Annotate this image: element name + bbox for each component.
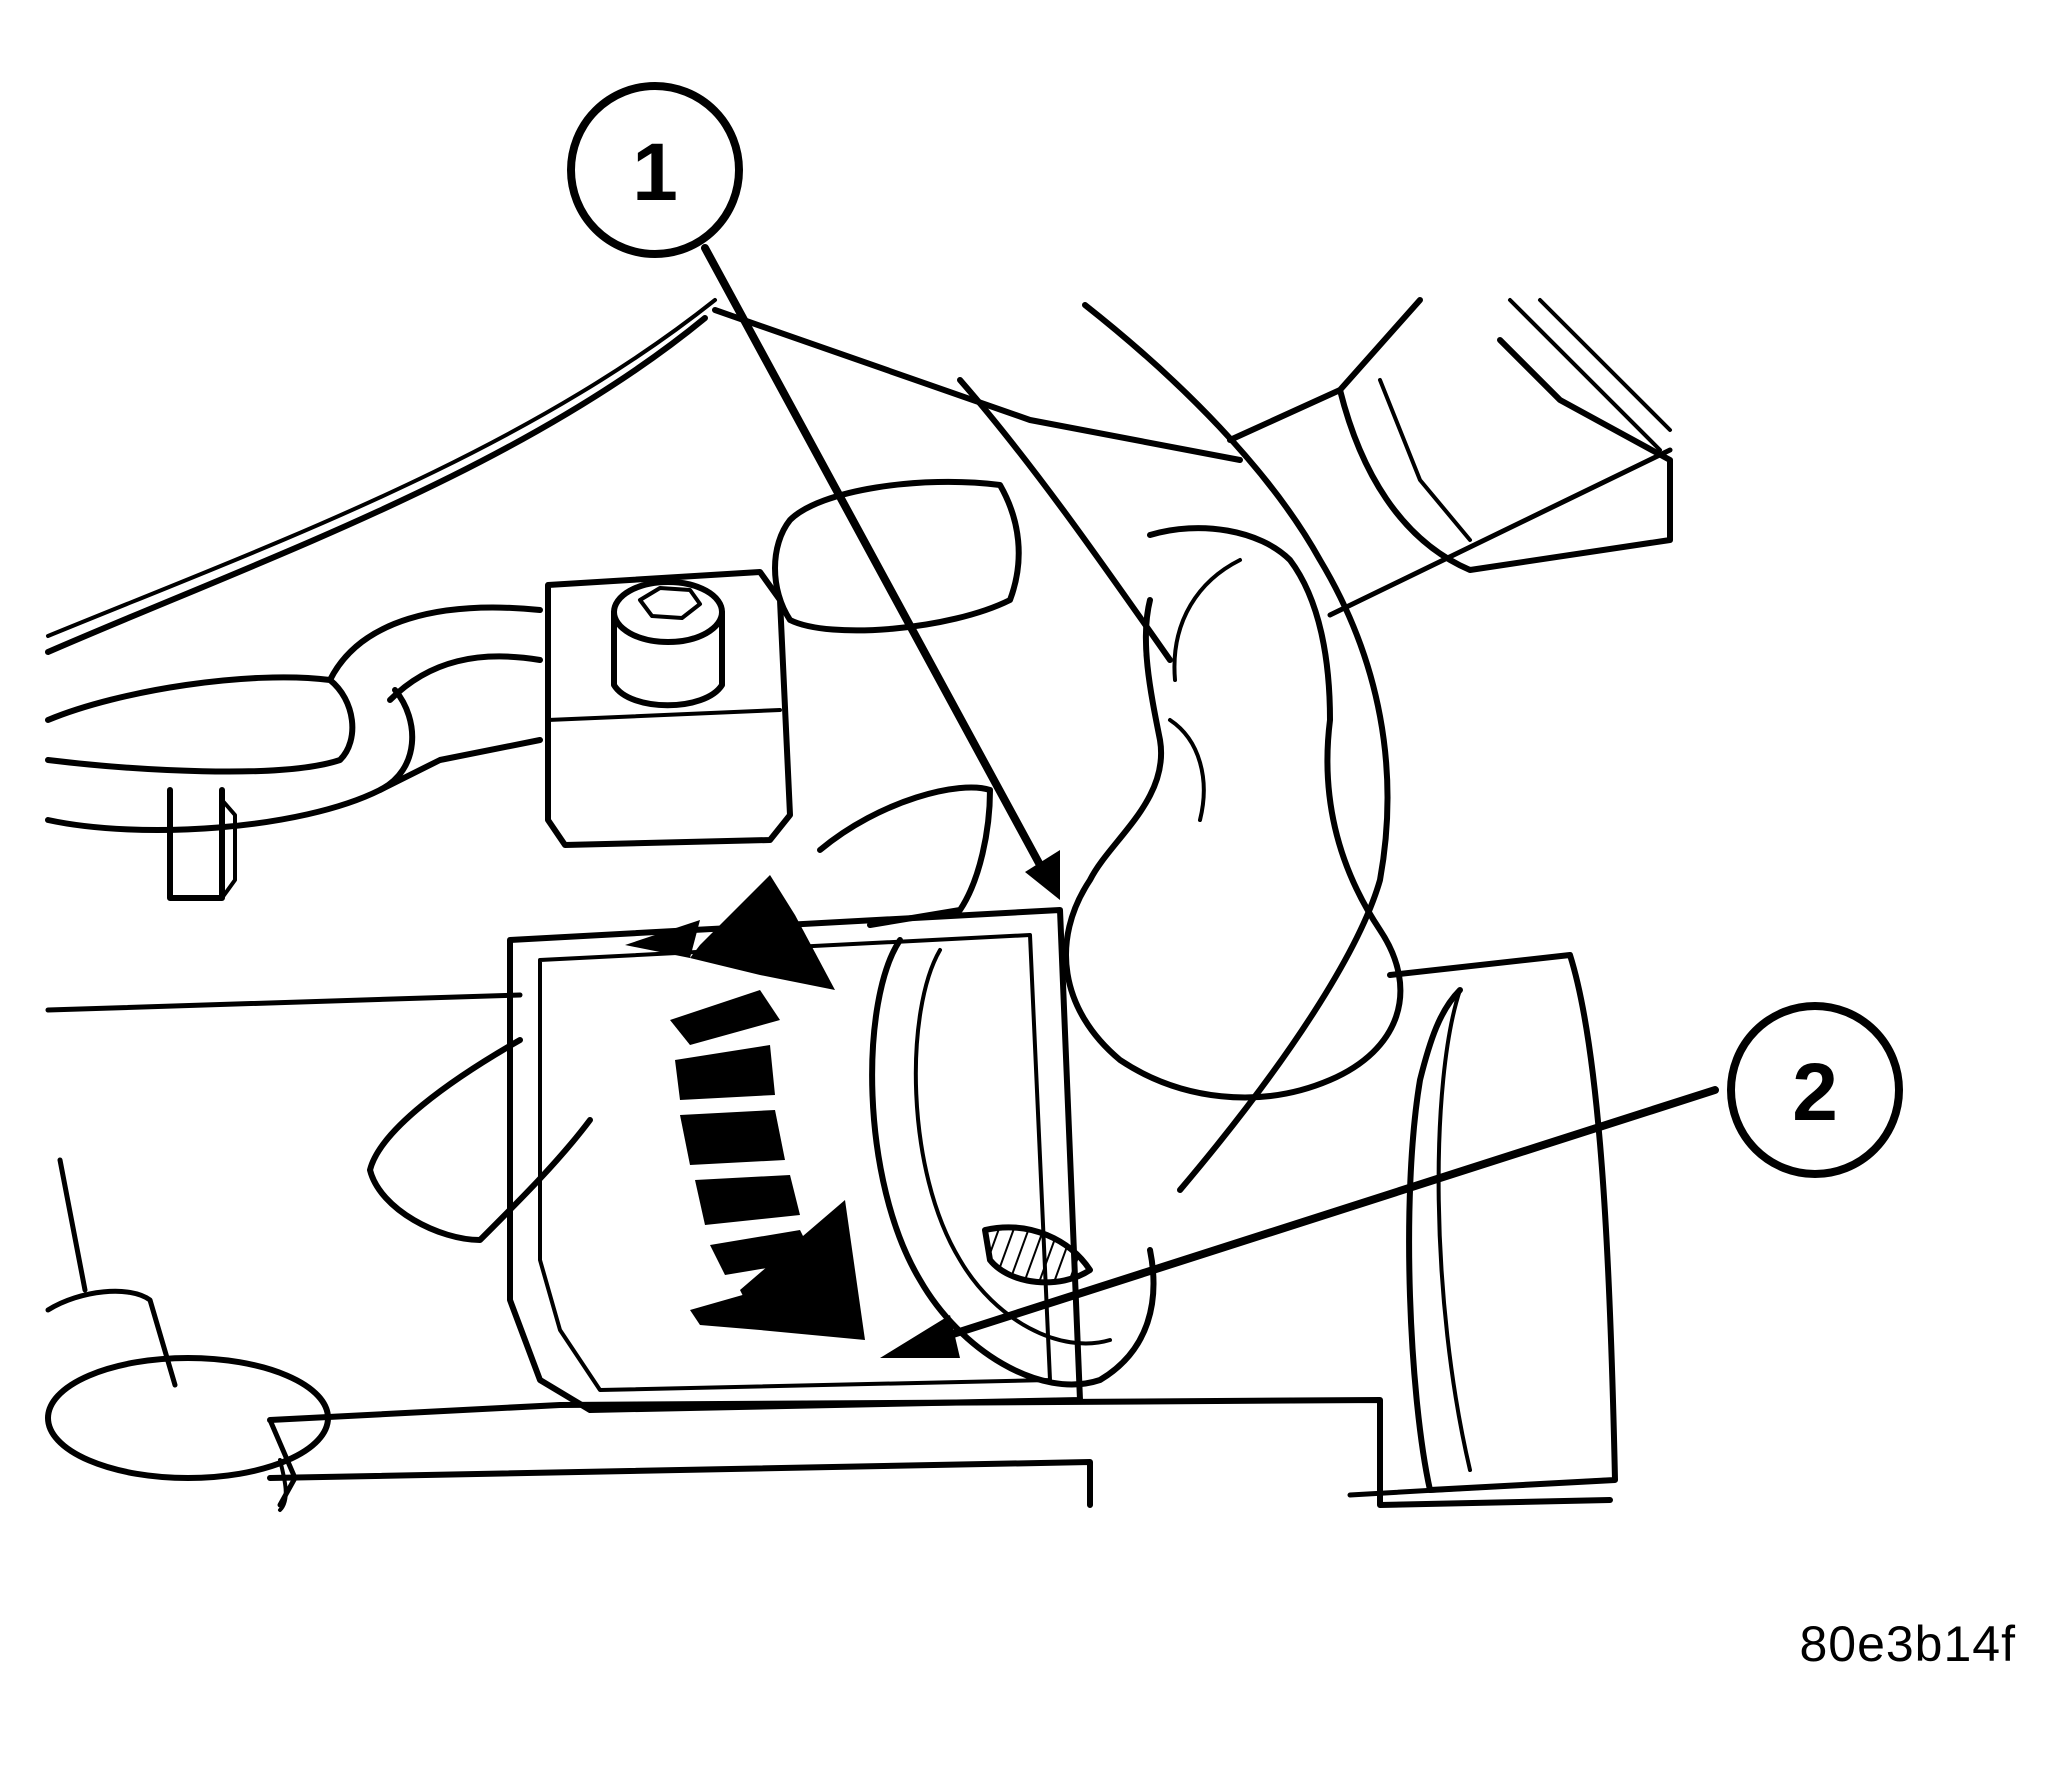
column-upper-box-inner — [1378, 378, 1472, 542]
column-lower-edge — [1327, 447, 1673, 618]
arrow-lower-head — [740, 1200, 865, 1340]
callout-leaders — [701, 244, 1719, 1358]
hex-bolt-shank — [611, 609, 725, 709]
base-left-post — [57, 1157, 88, 1293]
arrow-band-1 — [670, 990, 780, 1045]
trim-bezel-outer — [507, 907, 1083, 1413]
left-mount-post — [167, 787, 225, 901]
leader-line-1 — [701, 244, 1044, 869]
trim-bezel-inner — [538, 933, 1052, 1392]
lever-stalk — [367, 1037, 593, 1243]
base-plate-step — [267, 1459, 1093, 1508]
bolt-block — [545, 569, 793, 848]
callout-circle-1 — [567, 82, 743, 258]
upper-housing-edge-inner — [46, 298, 717, 638]
arrow-lower-tail — [690, 1290, 760, 1330]
column-upper-box — [1337, 337, 1673, 573]
gasket-hatched-segment — [982, 1224, 1093, 1286]
base-left-line — [45, 992, 523, 1013]
base-plate — [267, 1397, 1613, 1508]
right-cylinder-bottom — [1347, 1477, 1613, 1498]
left-mount-post-cap — [220, 798, 237, 900]
lever-tip — [817, 784, 993, 928]
callout-number-1: 1 — [632, 127, 678, 218]
leader-arrowhead-2 — [880, 1315, 960, 1358]
rear-knob — [772, 478, 1022, 634]
base-left-stem — [278, 1458, 288, 1512]
callout-circle-2 — [1727, 1002, 1903, 1178]
leader-line-2 — [946, 1086, 1719, 1339]
base-left-boss — [45, 1355, 331, 1481]
column-upper-cap — [1227, 297, 1423, 443]
left-mount-ring — [45, 674, 356, 775]
callout-number-2: 2 — [1792, 1047, 1838, 1138]
glove-outline — [1063, 525, 1404, 1101]
base-left-rim — [45, 1288, 178, 1388]
callout-2: 2 — [1727, 1002, 1903, 1178]
arrow-upper-head — [690, 875, 835, 990]
leader-arrowhead-1 — [1025, 850, 1060, 900]
left-mount-arm-3 — [377, 737, 543, 793]
upper-housing-edge — [45, 315, 708, 655]
arrow-band-3 — [680, 1110, 785, 1165]
column-shroud-top — [1082, 302, 1391, 1193]
hex-bolt-socket — [638, 586, 702, 620]
left-mount-arm-2 — [387, 653, 543, 703]
right-cylinder-inner — [1436, 988, 1472, 1472]
gasket-ring-inner — [913, 948, 1112, 1346]
right-cylinder — [1387, 952, 1618, 1493]
hex-bolt-head — [611, 579, 725, 645]
bolt-block-top-edge — [546, 708, 782, 722]
line-art — [45, 297, 1673, 1512]
figure-id-label: 80e3b14f — [1799, 1616, 2016, 1672]
glove-finger-crease-2 — [1168, 718, 1206, 822]
callout-1: 1 — [567, 82, 743, 258]
left-mount-ring-lower — [45, 687, 416, 833]
rotation-arrows — [625, 875, 865, 1340]
arrow-band-4 — [695, 1175, 800, 1225]
upper-housing-ridge — [712, 307, 1243, 463]
arrow-band-2 — [675, 1045, 775, 1100]
column-hatch-lines — [1508, 298, 1672, 452]
column-shroud-inner — [957, 377, 1173, 663]
arrow-upper-left-head — [625, 920, 700, 958]
glove-finger-crease — [1172, 558, 1242, 682]
left-mount-arm — [327, 604, 543, 683]
